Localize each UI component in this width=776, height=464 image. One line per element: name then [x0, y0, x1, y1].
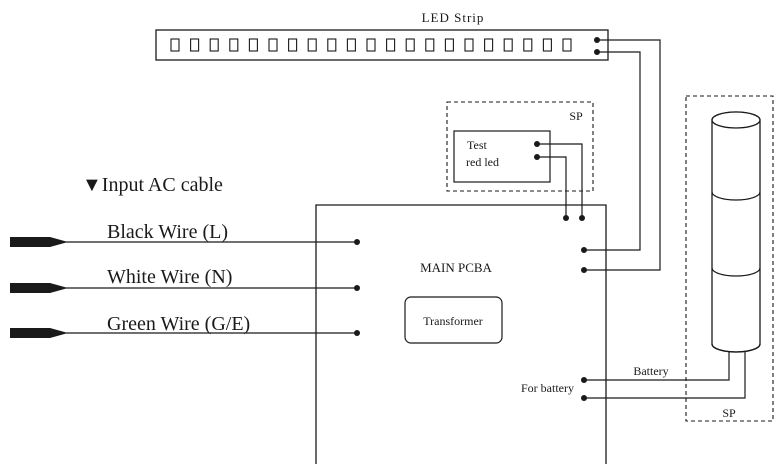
main-pcba-label: MAIN PCBA	[420, 260, 492, 275]
black-wire-plug	[10, 237, 68, 247]
led-cell	[366, 38, 376, 52]
test-led-wire-2	[537, 156, 567, 218]
led-cell	[170, 38, 180, 52]
led-cell	[346, 38, 356, 52]
led-cell	[542, 38, 552, 52]
triangle-down-icon: ▼	[82, 174, 102, 196]
white-wire-terminal	[354, 285, 360, 291]
led-cell	[523, 38, 533, 52]
battery-wire-2	[584, 350, 746, 399]
led-cell	[425, 38, 435, 52]
green-wire-terminal	[354, 330, 360, 336]
pcba-test-led-terminal-1	[563, 215, 569, 221]
green-wire-plug	[10, 328, 68, 338]
led-cell	[288, 38, 298, 52]
sp-right-label: SP	[722, 406, 736, 420]
led-cell	[562, 38, 572, 52]
black-wire-terminal	[354, 239, 360, 245]
led-cell	[327, 38, 337, 52]
led-strip-cells	[170, 38, 572, 52]
sp-right-box	[685, 95, 774, 422]
led-strip-label: LED Strip	[422, 10, 485, 25]
white-wire-plug	[10, 283, 68, 293]
led-cell	[268, 38, 278, 52]
main-pcba-board	[315, 204, 607, 464]
led-strip-body	[155, 29, 609, 61]
battery-wire-1	[584, 350, 730, 381]
led-strip-wire-1	[584, 39, 661, 271]
led-cell	[386, 38, 396, 52]
pcba-led-terminal-2	[581, 267, 587, 273]
led-cell	[248, 38, 258, 52]
led-cell	[209, 38, 219, 52]
led-cell	[405, 38, 415, 52]
transformer-label: Transformer	[423, 314, 483, 328]
test-red-led-line1: Test	[467, 138, 487, 152]
battery-label: Battery	[633, 364, 668, 378]
led-cell	[229, 38, 239, 52]
transformer-box	[404, 296, 503, 344]
black-wire-label: Black Wire (L)	[107, 221, 228, 243]
led-cell	[444, 38, 454, 52]
test-red-led-line2: red led	[466, 155, 499, 169]
led-cell	[484, 38, 494, 52]
sp-top-label: SP	[569, 109, 583, 123]
led-cell	[307, 38, 317, 52]
led-cell	[503, 38, 513, 52]
input-ac-cable-label: ▼Input AC cable	[82, 174, 223, 196]
sp-top-box	[446, 101, 594, 192]
led-cell	[190, 38, 200, 52]
led-strip-wire-2	[584, 51, 641, 251]
battery-stack	[711, 111, 761, 353]
led-cell	[464, 38, 474, 52]
green-wire-label: Green Wire (G/E)	[107, 313, 250, 335]
test-led-wire-1	[537, 143, 583, 218]
for-battery-label: For battery	[521, 381, 574, 395]
white-wire-label: White Wire (N)	[107, 266, 232, 288]
input-ac-cable-text: Input AC cable	[102, 174, 223, 196]
pcba-led-terminal-1	[581, 247, 587, 253]
pcba-test-led-terminal-2	[579, 215, 585, 221]
